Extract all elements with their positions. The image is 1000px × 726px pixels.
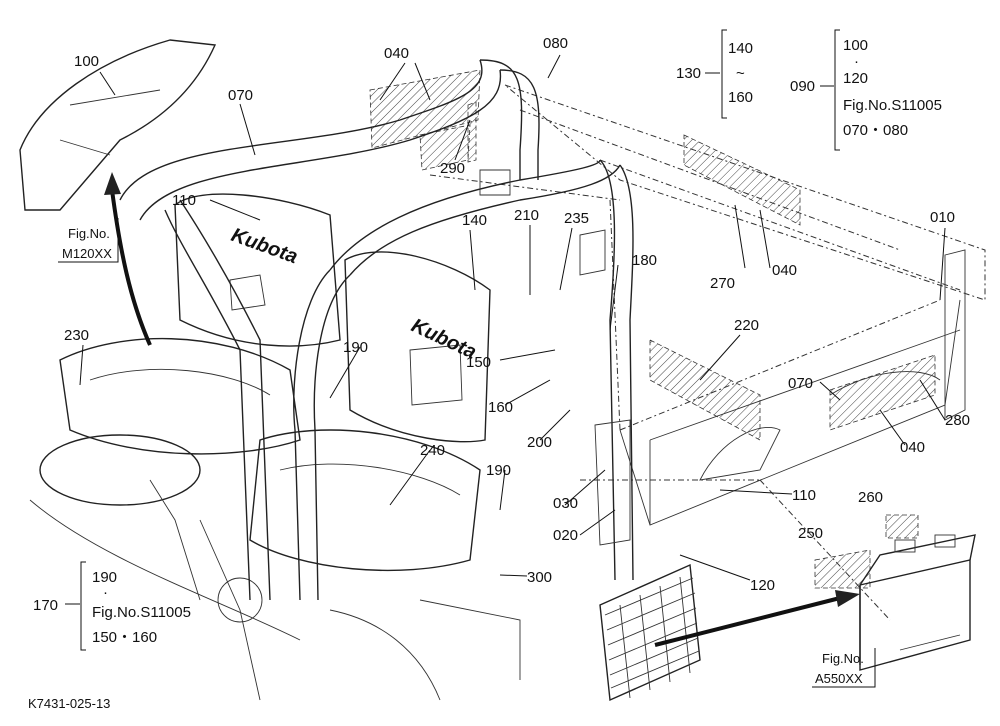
fig-ref-m120-line2: M120XX <box>62 246 112 261</box>
part-label-110-bed: 110 <box>792 487 816 504</box>
part-label-080: 080 <box>543 35 568 52</box>
decal-040-upper <box>369 69 481 149</box>
part-label-270: 260 <box>858 489 883 506</box>
decal-300 <box>419 124 471 171</box>
part-label-190-lower: 190 <box>486 462 511 479</box>
callout-130-mid: ~ <box>736 65 745 82</box>
part-label-280: 270 <box>710 275 735 292</box>
part-label-120: 120 <box>750 577 775 594</box>
battery <box>859 534 976 671</box>
callout-090-l5: 070・080 <box>843 122 908 139</box>
callout-090-l1: 100 <box>843 37 868 54</box>
rear-grille <box>599 563 701 702</box>
part-label-240: 240 <box>420 442 445 459</box>
part-label-040-side: 040 <box>900 439 925 456</box>
kubota-logo-left: Kubota <box>228 224 300 268</box>
part-label-110-left: 110 <box>172 192 196 209</box>
part-label-160: 160 <box>488 399 513 416</box>
seat-backrests: Kubota Kubota <box>174 193 491 443</box>
part-label-235: 300 <box>527 569 552 586</box>
part-label-020: 020 <box>553 527 578 544</box>
part-label-070-bed: 070 <box>788 375 813 392</box>
part-label-040-top: 040 <box>384 45 409 62</box>
callout-170-num: 170 <box>33 597 58 614</box>
part-label-230: 230 <box>64 327 89 344</box>
callout-170-l3: Fig.No.S11005 <box>92 604 191 621</box>
part-label-140: 140 <box>462 212 487 229</box>
part-label-030: 030 <box>553 495 578 512</box>
part-label-010: 010 <box>930 209 955 226</box>
decal-270 <box>885 514 919 539</box>
decal-040-side <box>829 354 936 431</box>
callout-090-l2: · <box>854 53 859 70</box>
part-label-070-top: 070 <box>228 87 253 104</box>
callout-170-l2: · <box>103 584 108 601</box>
rops-frame <box>119 59 634 601</box>
part-label-300: 290 <box>440 160 465 177</box>
part-label-180: 180 <box>632 252 657 269</box>
part-labels: 100 070 040 080 290 110 140 210 235 010 … <box>64 35 970 594</box>
callout-130-top: 140 <box>728 40 753 57</box>
left-fender-panel <box>19 39 217 211</box>
steering-and-floor <box>29 434 521 701</box>
part-label-150: 150 <box>466 354 491 371</box>
decal-220 <box>649 339 761 441</box>
part-label-220: 220 <box>734 317 759 334</box>
fig-ref-a550-line2: A550XX <box>815 671 863 686</box>
seat-cushions <box>59 337 481 572</box>
part-label-190-upper: 190 <box>343 339 368 356</box>
callout-170-l1: 190 <box>92 569 117 586</box>
callout-170-l4: 150・160 <box>92 629 157 646</box>
part-label-250: 235 <box>564 210 589 227</box>
part-label-200: 200 <box>527 434 552 451</box>
fig-ref-m120: Fig.No. M120XX <box>58 218 119 263</box>
part-label-290: 280 <box>945 412 970 429</box>
decal-190-side <box>467 101 477 163</box>
callout-090-l4: Fig.No.S11005 <box>843 97 942 114</box>
callout-130: 130 140 ~ 160 <box>676 29 753 119</box>
decal-areas <box>369 69 936 589</box>
fig-ref-a550: Fig.No. A550XX <box>812 648 876 688</box>
fig-ref-m120-line1: Fig.No. <box>68 226 110 241</box>
callout-130-num: 130 <box>676 65 701 82</box>
callout-130-bot: 160 <box>728 89 753 106</box>
callout-090-l3: 120 <box>843 70 868 87</box>
part-label-100: 100 <box>74 53 99 70</box>
callout-090: 090 100 · 120 Fig.No.S11005 070・080 <box>790 29 942 151</box>
leader-lines <box>79 54 946 581</box>
cargo-bed-outline <box>429 84 986 621</box>
part-label-040-bed: 040 <box>772 262 797 279</box>
fig-ref-a550-line1: Fig.No. <box>822 651 864 666</box>
callout-090-num: 090 <box>790 78 815 95</box>
part-label-260: 250 <box>798 525 823 542</box>
decal-280 <box>683 134 801 226</box>
decal-260 <box>814 549 871 589</box>
callout-170: 170 190 · Fig.No.S11005 150・160 <box>33 561 191 651</box>
drawing-code: K7431-025-13 <box>28 696 110 711</box>
reference-arrows <box>104 172 860 647</box>
part-label-210: 210 <box>514 207 539 224</box>
